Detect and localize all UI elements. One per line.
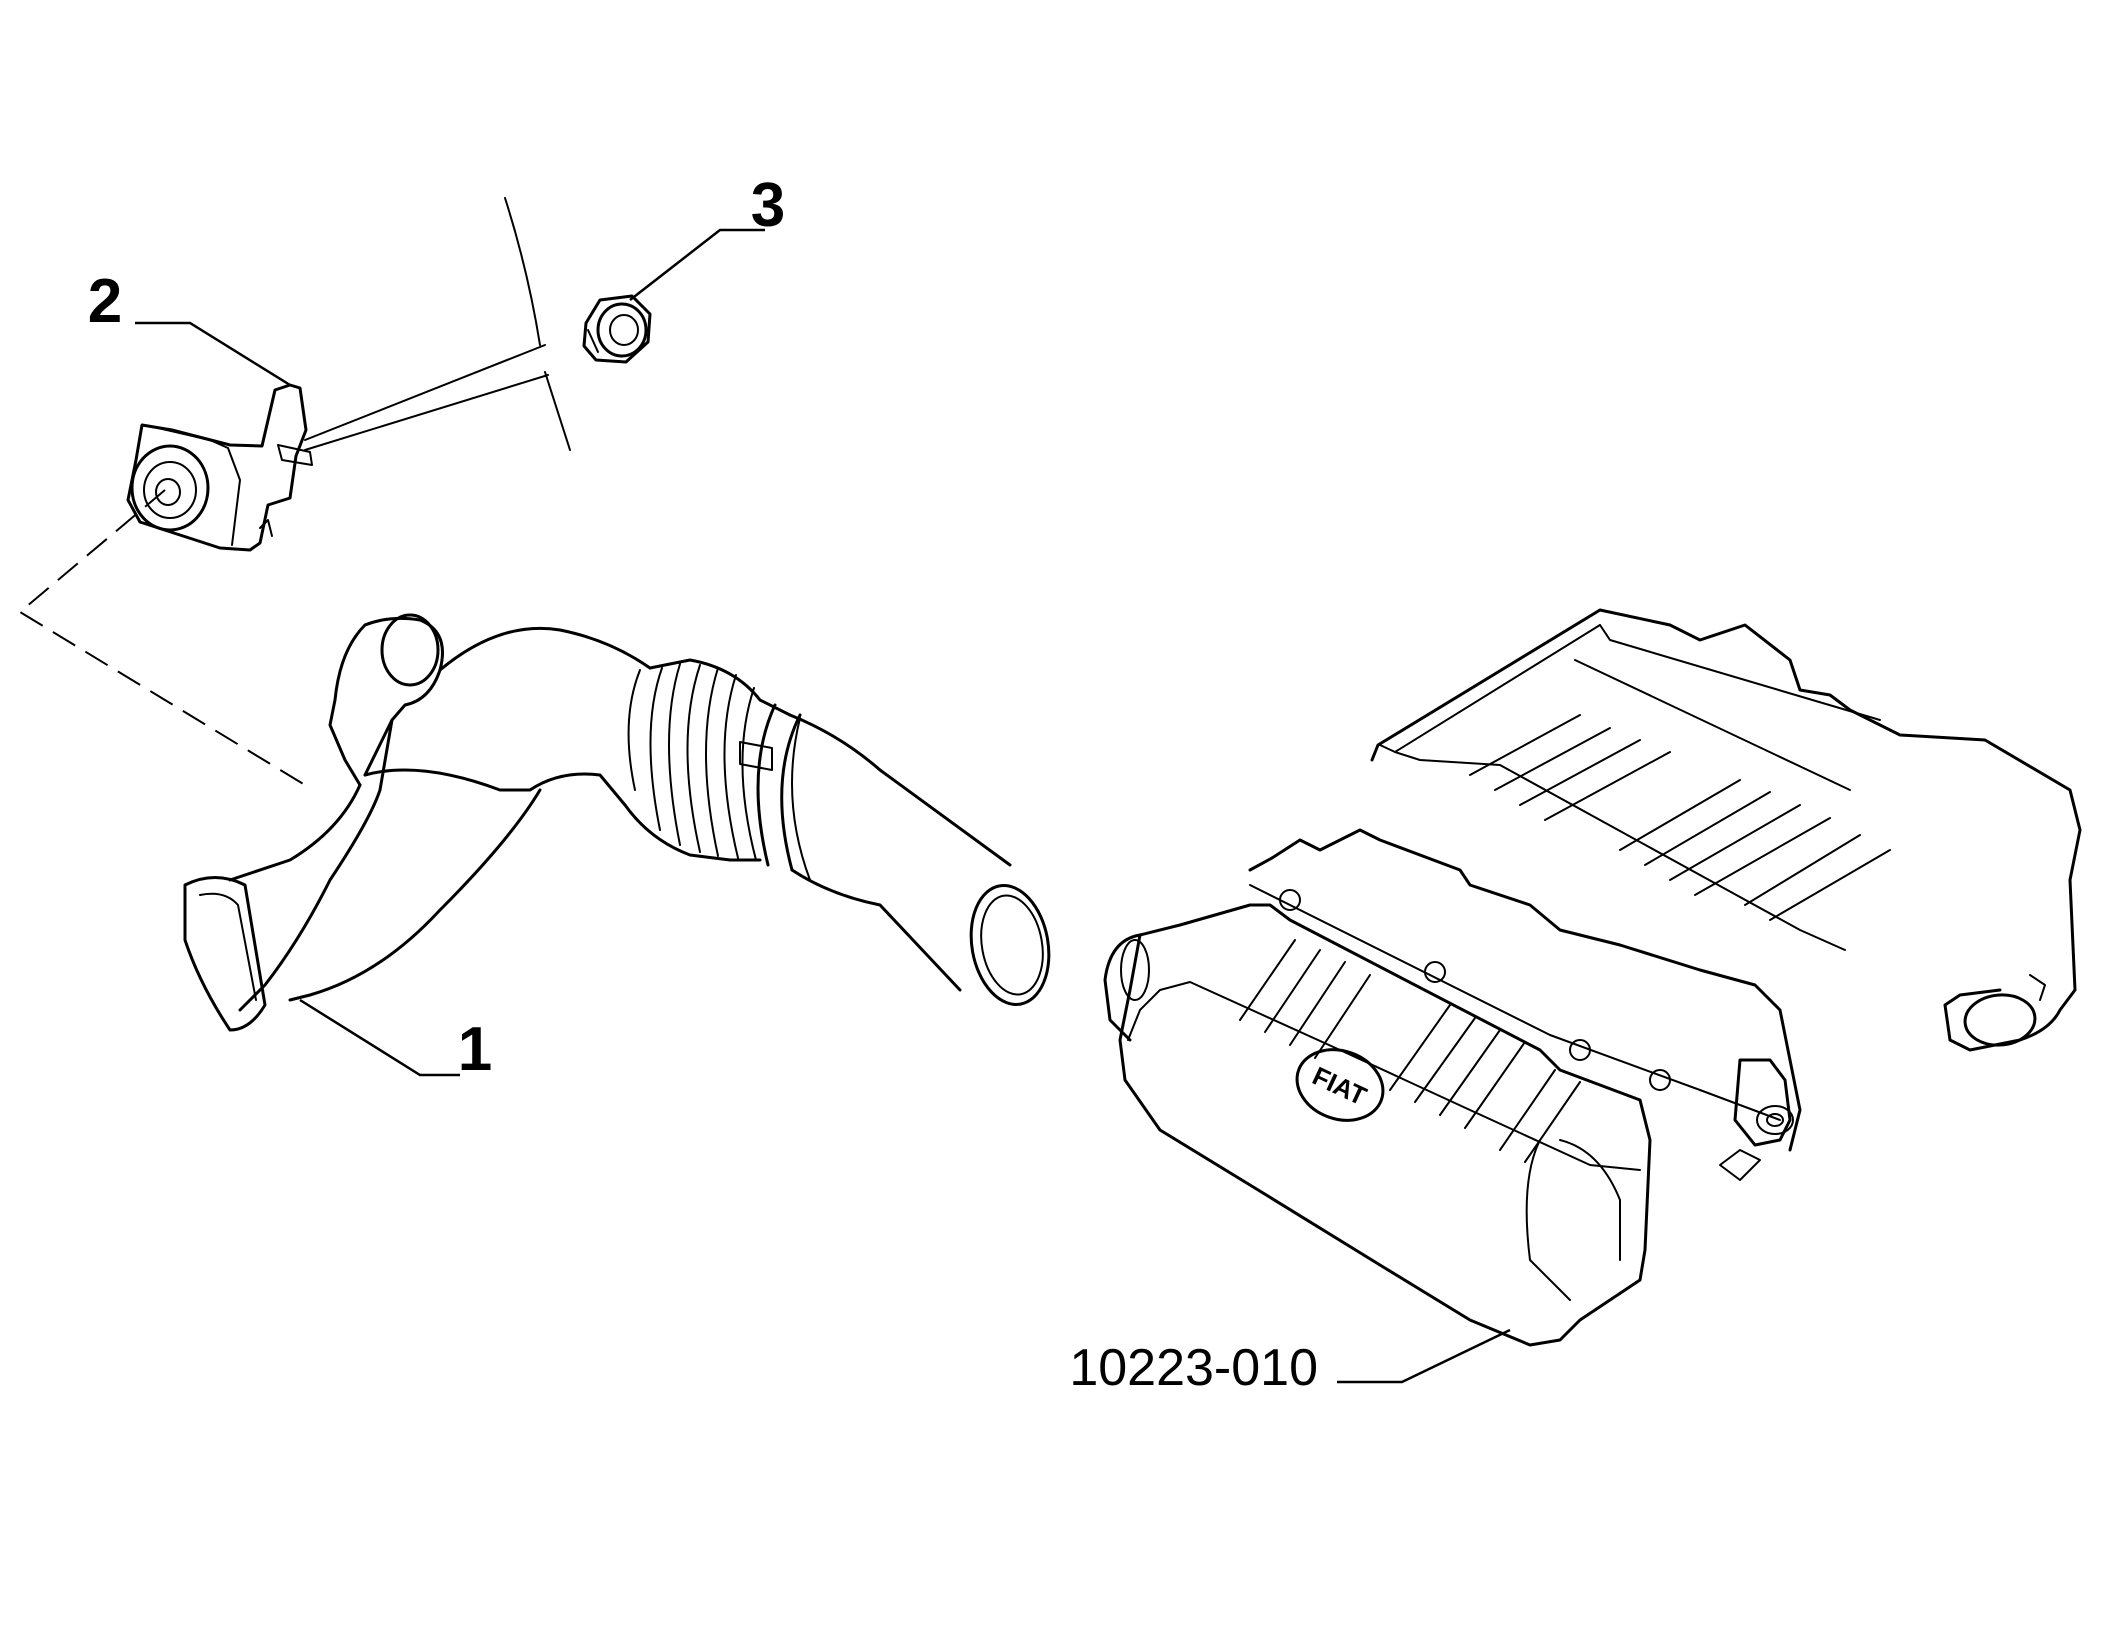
callout-part-2[interactable]: 2: [88, 267, 122, 336]
air-filter-box-assembly[interactable]: FIAT: [1103, 608, 2082, 1347]
air-intake-duct-part-1[interactable]: [183, 613, 1058, 1032]
leader-lines: [135, 228, 1511, 1384]
flange-nut-part-3[interactable]: [582, 294, 652, 364]
assembly-dashed-line: [18, 489, 306, 786]
fiat-logo-text: FIAT: [1308, 1061, 1371, 1112]
callout-part-1[interactable]: 1: [458, 1015, 492, 1084]
bracket-part-2[interactable]: [126, 383, 313, 552]
callout-part-3[interactable]: 3: [751, 171, 785, 240]
assembly-part-code[interactable]: 10223-010: [1069, 1339, 1318, 1397]
bodywork-fragment: [304, 197, 571, 451]
